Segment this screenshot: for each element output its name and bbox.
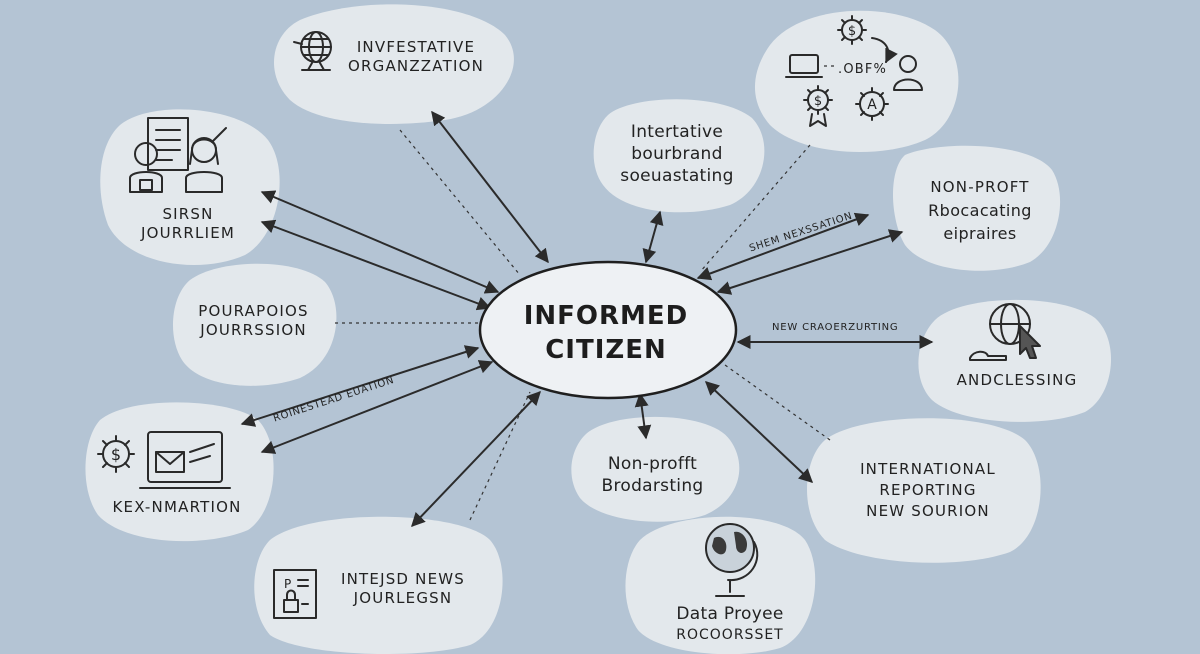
svg-text:$: $ — [111, 445, 121, 464]
svg-text:A: A — [867, 97, 877, 113]
node-line: POURAPOIOS — [198, 302, 309, 320]
curve-arrow-icon — [871, 37, 898, 64]
bubble-andclessing — [918, 299, 1112, 422]
gear-dollar-icon-2: $ — [803, 85, 833, 127]
node-international-reporting: INTERNATIONAL REPORTING NEW SOURION — [838, 459, 1018, 522]
node-line: KEX-NMARTION — [112, 498, 242, 516]
center-line-1: INFORMED — [523, 301, 689, 331]
node-nonprofit-bottom: Non-profft Brodarsting — [580, 454, 725, 498]
edge-label-new-craoerzurting: NEW CRAOERZURTING — [772, 322, 899, 333]
arrow-sirsn-lower — [260, 219, 492, 311]
center-concept: INFORMED CITIZEN — [486, 300, 726, 368]
node-line: bourbrand — [631, 143, 723, 164]
node-key-information: KEX-NMARTION — [102, 498, 252, 517]
node-line: NON-PROFT — [930, 178, 1030, 196]
node-line: ORGANZZATION — [348, 57, 484, 76]
node-line: REPORTING — [879, 481, 977, 499]
bubble-sirsn-journalism — [100, 109, 280, 265]
node-bubbles — [85, 4, 1112, 654]
globe-stand-icon — [705, 523, 759, 597]
bubble-investigative-org — [273, 4, 514, 124]
node-line: JOURRLIEM — [140, 224, 236, 243]
node-line: JOURRSSION — [200, 321, 307, 340]
node-andclessing: ANDCLESSING — [942, 371, 1092, 390]
node-integrated-news: INTEJSD NEWS JOURLEGSN — [328, 570, 478, 608]
document-lock-icon: P — [273, 569, 317, 619]
journalist-man-icon — [129, 142, 163, 193]
bubble-interactive-broadcasting — [593, 99, 765, 213]
bubble-data-provider — [625, 516, 816, 654]
arrow-nonprofit-bottom — [634, 392, 652, 440]
gear-letter-icon: A — [855, 87, 889, 121]
person-icon — [893, 55, 923, 91]
node-line: NEW SOURION — [866, 502, 990, 520]
bubble-integrated-news — [254, 516, 503, 654]
node-line: INVFESTATIVE — [356, 38, 476, 56]
center-line-2: CITIZEN — [545, 334, 667, 365]
node-line: Data Proyee — [676, 604, 784, 624]
node-line: eipraires — [943, 223, 1017, 243]
node-line: INTEJSD NEWS — [341, 570, 465, 588]
node-line: INTERNATIONAL — [860, 460, 996, 478]
node-line: .OBF% — [838, 62, 888, 77]
bubble-international-reporting — [806, 418, 1041, 563]
bubble-nonprofit-right — [892, 145, 1061, 271]
node-line: Intertative — [630, 122, 724, 142]
node-popular-journalism: POURAPOIOS JOURRSSION — [186, 302, 321, 340]
svg-text:$: $ — [848, 24, 856, 39]
arrow-international — [704, 381, 814, 483]
arrow-connectors — [240, 110, 934, 528]
node-investigative-org: INVFESTATIVE ORGANZZATION — [348, 38, 484, 76]
svg-text:$: $ — [814, 94, 822, 109]
arrow-integrated — [411, 390, 541, 528]
arrow-investigative — [431, 110, 549, 264]
gear-dollar-icon: $ — [837, 15, 867, 45]
node-finance-cluster: .OBF% — [838, 62, 887, 79]
laptop-mail-icon — [139, 431, 231, 489]
node-line: JOURLEGSN — [353, 589, 453, 608]
arrow-key-info-lower — [260, 360, 494, 454]
node-line: Rbocacating — [928, 200, 1032, 220]
node-sirsn-journalism: SIRSN JOURRLIEM — [118, 205, 258, 243]
laptop-icon — [785, 54, 823, 78]
node-line: SIRSN — [162, 205, 214, 223]
node-line: Non-profft — [607, 454, 698, 474]
arrow-nonprofit-lower — [716, 229, 904, 295]
node-line: soeuastating — [620, 165, 734, 186]
globe-icon — [293, 31, 332, 71]
node-line: ROCOORSSET — [676, 626, 784, 643]
dash-international — [724, 364, 831, 441]
arrow-interactive — [642, 210, 664, 264]
node-line: Brodarsting — [601, 475, 704, 496]
node-nonprofit-right: NON-PROFT Rbocacating eipraires — [910, 177, 1050, 245]
journalist-woman-icon — [185, 127, 227, 193]
globe-cursor-icon — [969, 303, 1041, 361]
gear-dollar-icon-3: $ — [97, 435, 135, 473]
bubble-finance-cluster — [754, 10, 959, 152]
bubble-nonprofit-bottom — [571, 416, 740, 522]
svg-text:P: P — [284, 577, 291, 591]
node-interactive-broadcasting: Intertative bourbrand soeuastating — [602, 122, 752, 187]
node-line: ANDCLESSING — [956, 371, 1078, 389]
node-data-provider: Data Proyee ROCOORSSET — [660, 603, 800, 645]
center-ellipse — [478, 260, 738, 400]
